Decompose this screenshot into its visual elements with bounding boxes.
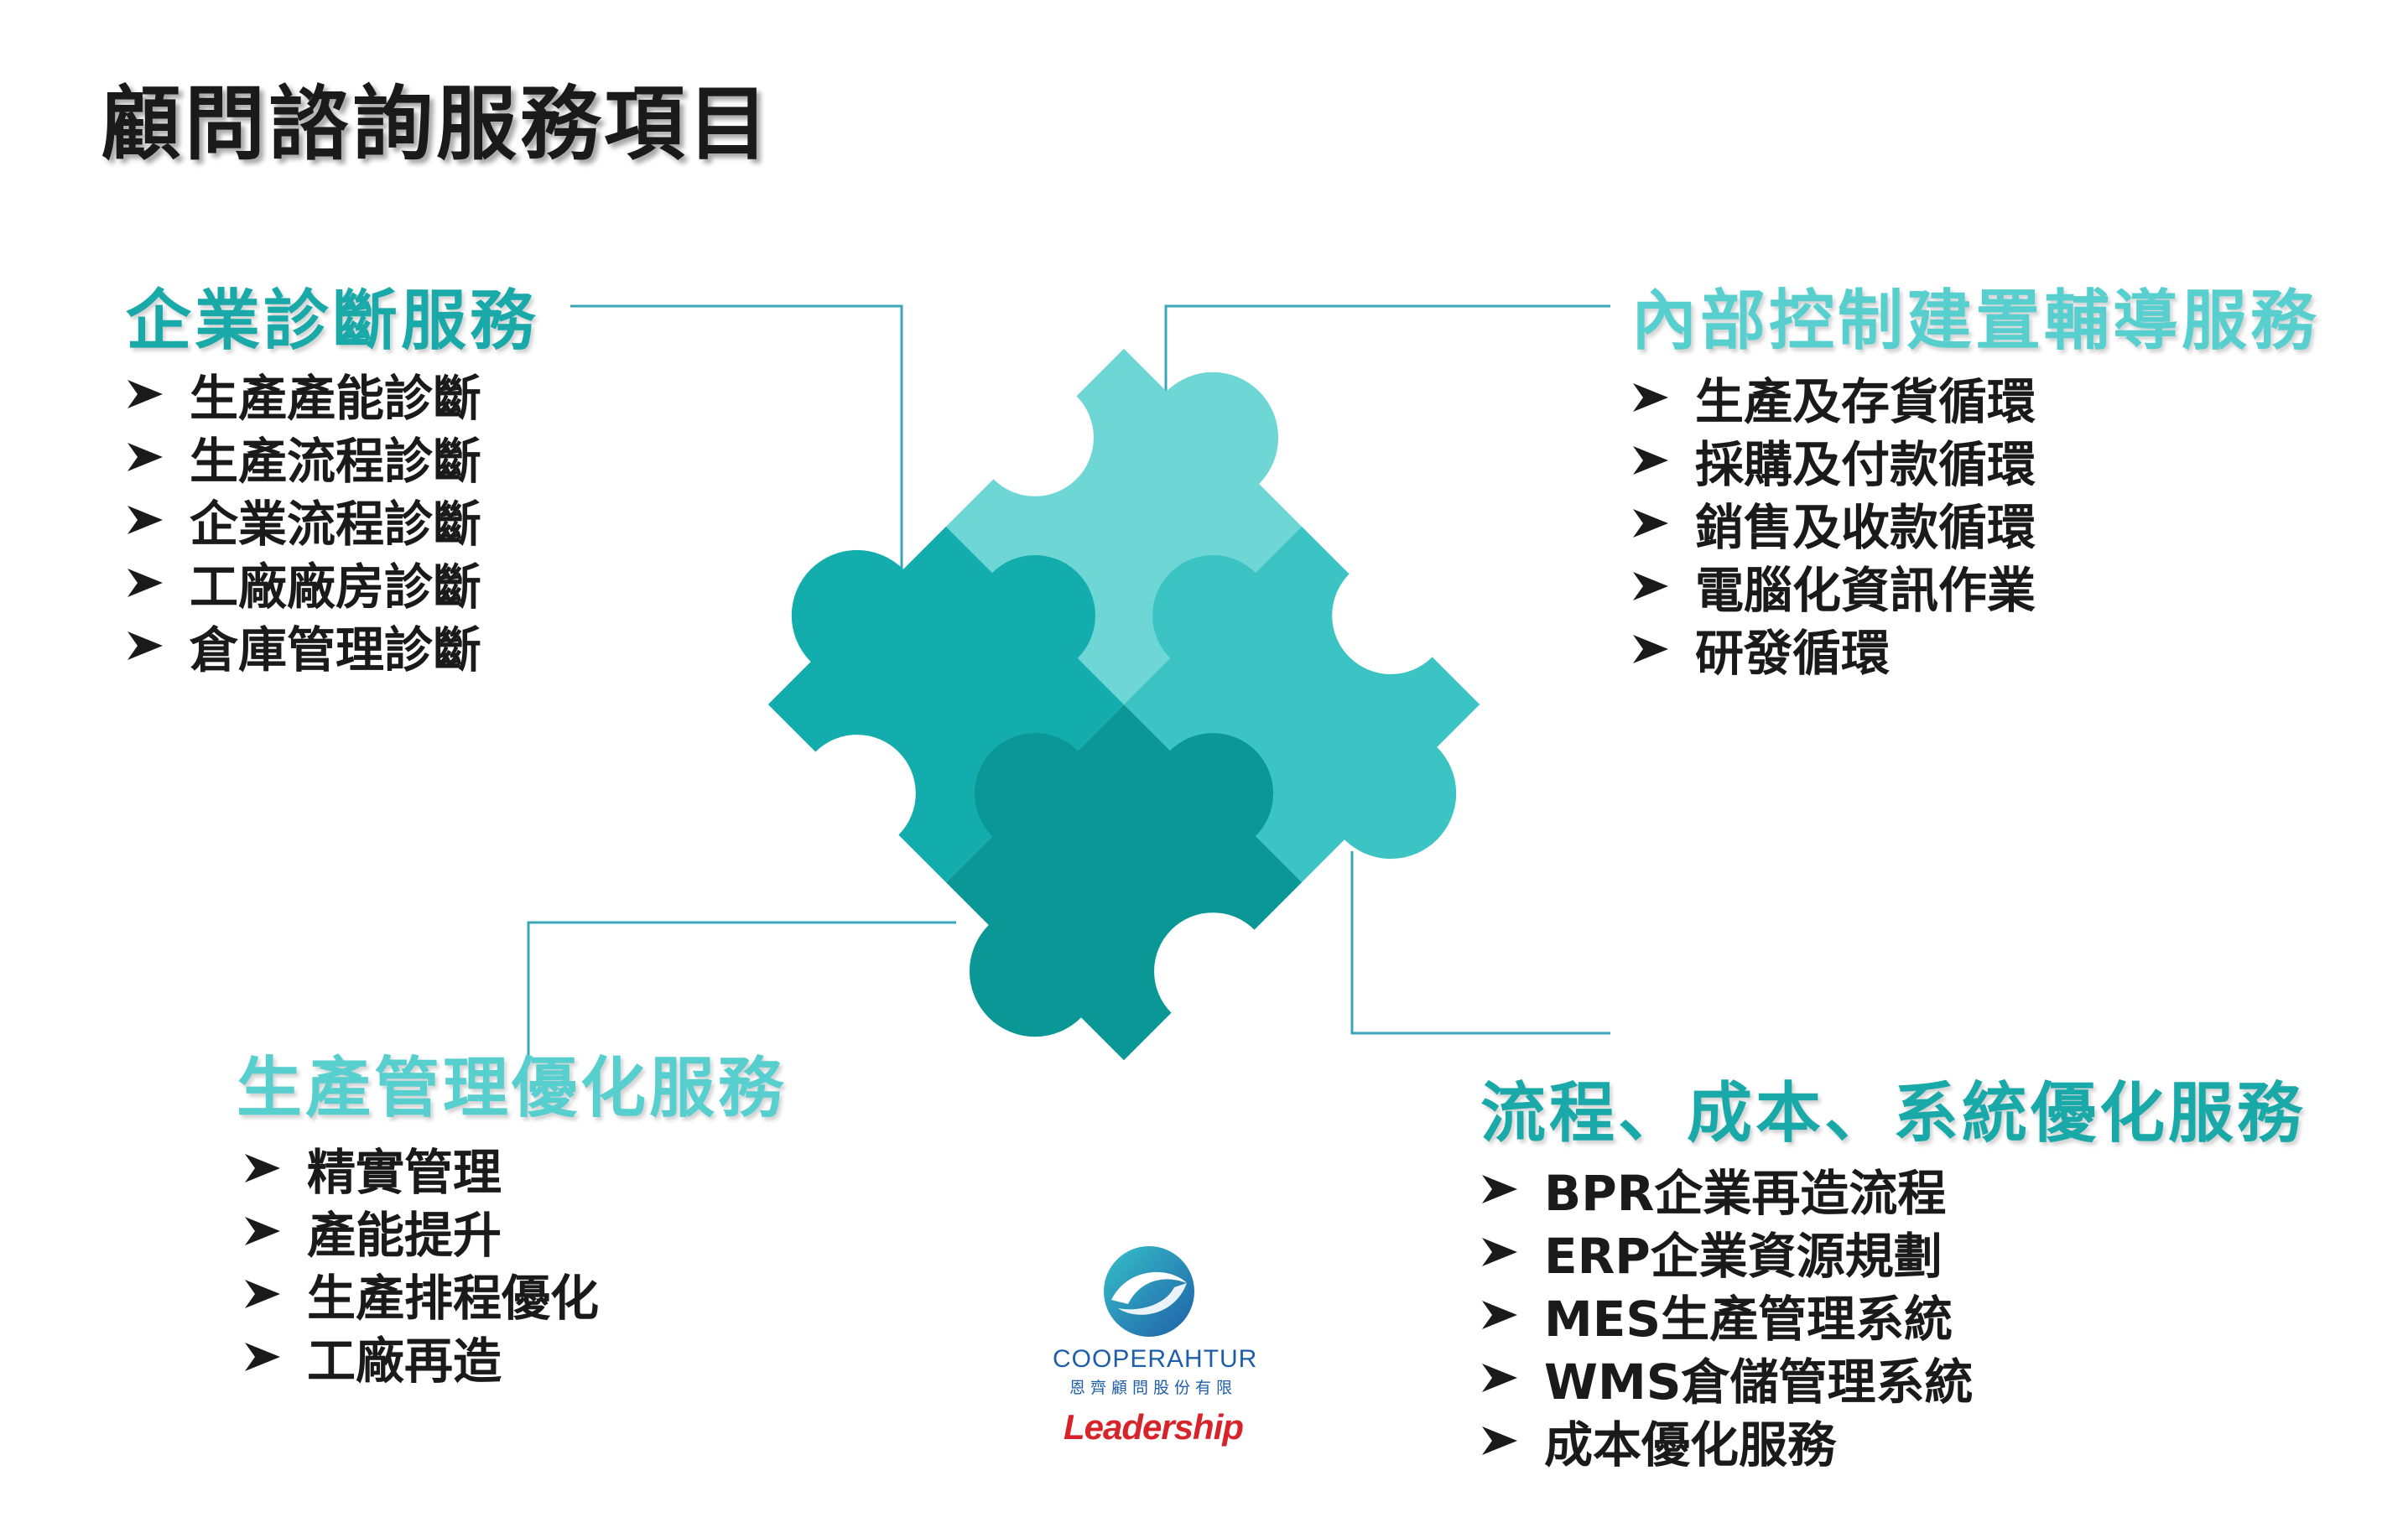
arrow-bullet-icon [1480,1172,1519,1207]
connector-line-top-right [1164,304,1610,403]
list-item-label: 工廠再造 [307,1332,502,1390]
logo-swirl-icon [1104,1246,1194,1337]
list-item-label: ERP企業資源規劃 [1544,1227,1943,1285]
list-item: 生產流程診斷 [126,425,481,490]
list-item-label: WMS倉儲管理系統 [1544,1353,1974,1411]
connector-line-bottom-left [527,921,956,1065]
list-item-label: 生產及存貨循環 [1695,372,2036,430]
list-item: 採購及付款循環 [1631,429,2036,493]
logo-subtitle: 恩齊顧問股份有限 [1069,1379,1237,1397]
list-item: BPR企業再造流程 [1480,1157,1973,1222]
arrow-bullet-icon [243,1151,282,1186]
list-item-label: 生產排程優化 [307,1269,600,1327]
list-item: 工廠廠房診斷 [126,551,481,616]
list-item-label: 成本優化服務 [1544,1416,1837,1473]
arrow-bullet-icon [243,1276,282,1312]
list-item-label: 企業流程診斷 [190,495,482,553]
list-item: ERP企業資源規劃 [1480,1220,1973,1285]
arrow-bullet-icon [1631,443,1670,478]
logo-brand: Leadership [1063,1407,1244,1447]
list-production-mgmt: 精實管理 產能提升 生產排程優化 工廠再造 [243,1136,599,1390]
arrow-bullet-icon [1631,506,1670,541]
arrow-bullet-icon [126,565,164,600]
list-item-label: 倉庫管理診斷 [190,621,482,678]
list-item-label: 生產產能診斷 [190,369,482,427]
list-item-label: 產能提升 [307,1206,502,1264]
arrow-bullet-icon [1631,380,1670,415]
connector-line-bottom-right [1350,851,1610,1035]
list-item-label: MES生產管理系統 [1544,1290,1953,1348]
list-internal-control: 生產及存貨循環 採購及付款循環 銷售及收款循環 電腦化資訊作業 研發循環 [1631,366,2036,682]
list-item: 生產產能診斷 [126,362,481,427]
list-item-label: 銷售及收款循環 [1695,498,2036,556]
list-item-label: 研發循環 [1695,624,1891,682]
list-item: 精實管理 [243,1136,599,1201]
list-item: 工廠再造 [243,1325,599,1390]
arrow-bullet-icon [1480,1297,1519,1333]
list-item-label: 生產流程診斷 [190,432,482,490]
list-item: 成本優化服務 [1480,1409,1973,1473]
list-item: 銷售及收款循環 [1631,491,2036,556]
list-item: 研發循環 [1631,617,2036,682]
arrow-bullet-icon [243,1339,282,1375]
section-title-internal-control: 內部控制建置輔導服務 [1631,283,2320,359]
section-title-production-mgmt: 生產管理優化服務 [237,1051,788,1126]
list-diagnosis: 生產產能診斷 生產流程診斷 企業流程診斷 工廠廠房診斷 倉庫管理診斷 [126,362,481,678]
arrow-bullet-icon [1480,1234,1519,1270]
list-item-label: BPR企業再造流程 [1544,1164,1947,1222]
list-item-label: 電腦化資訊作業 [1695,561,2036,619]
arrow-bullet-icon [243,1213,282,1249]
section-title-process-cost-system: 流程、成本、系統優化服務 [1480,1076,2307,1151]
list-item: 生產排程優化 [243,1262,599,1327]
arrow-bullet-icon [1480,1423,1519,1458]
arrow-bullet-icon [1631,569,1670,604]
list-process-cost-system: BPR企業再造流程 ERP企業資源規劃 MES生產管理系統 WMS倉儲管理系統 … [1480,1157,1973,1473]
arrow-bullet-icon [126,439,164,475]
list-item: 企業流程診斷 [126,488,481,553]
arrow-bullet-icon [126,377,164,412]
arrow-bullet-icon [126,502,164,538]
list-item-label: 工廠廠房診斷 [190,558,482,616]
list-item: 生產及存貨循環 [1631,366,2036,430]
list-item-label: 精實管理 [307,1143,502,1201]
connector-line-top-left [570,304,903,570]
list-item: WMS倉儲管理系統 [1480,1346,1973,1411]
section-title-diagnosis: 企業診斷服務 [126,283,539,359]
arrow-bullet-icon [126,628,164,663]
page-title: 顧問諮詢服務項目 [101,77,772,171]
list-item: 倉庫管理診斷 [126,614,481,678]
arrow-bullet-icon [1631,631,1670,667]
arrow-bullet-icon [1480,1360,1519,1395]
list-item: 電腦化資訊作業 [1631,554,2036,619]
logo-name: COOPERAHTUR [1053,1345,1258,1373]
list-item: 產能提升 [243,1199,599,1264]
list-item-label: 採購及付款循環 [1695,435,2036,493]
list-item: MES生產管理系統 [1480,1283,1973,1348]
